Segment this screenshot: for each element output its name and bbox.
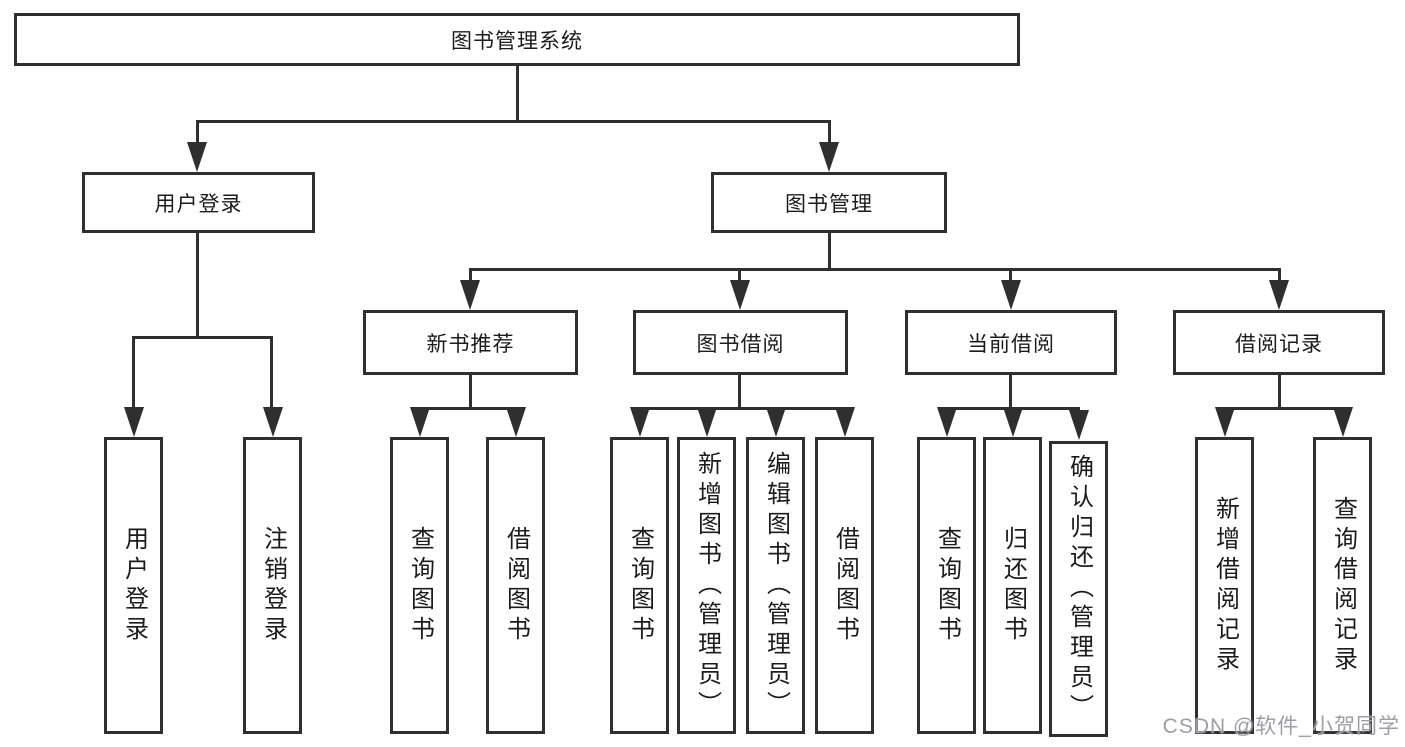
connector-line [418, 407, 517, 410]
leaf-borrow-query-books: 查询图书 [610, 437, 669, 734]
node-book-management: 图书管理 [711, 172, 947, 233]
leaf-edit-books-admin-label: 编辑图书（管理员） [762, 450, 790, 721]
arrowhead-down [1001, 280, 1021, 310]
connector-line [738, 375, 741, 407]
node-new-book-recommend-label: 新书推荐 [426, 332, 515, 356]
arrowhead-down [1269, 280, 1289, 310]
node-book-management-label: 图书管理 [785, 192, 873, 216]
arrowhead-down [819, 142, 839, 172]
arrowhead-down [1003, 407, 1023, 437]
leaf-add-borrow-record: 新增借阅记录 [1195, 437, 1254, 734]
arrowhead-down [630, 407, 650, 437]
connector-line [270, 336, 273, 409]
node-current-borrow: 当前借阅 [905, 310, 1117, 375]
leaf-current-query-books-label: 查询图书 [933, 525, 961, 646]
leaf-recommend-borrow-books: 借阅图书 [486, 437, 545, 734]
connector-line [196, 120, 831, 123]
connector-line [1278, 375, 1281, 407]
leaf-recommend-query-books: 查询图书 [390, 437, 449, 734]
connector-line [469, 268, 1281, 271]
connector-line [132, 336, 273, 339]
arrowhead-down [124, 407, 144, 437]
arrowhead-down [766, 407, 786, 437]
node-root-label: 图书管理系统 [451, 29, 583, 53]
leaf-confirm-return-admin-label: 确认归还（管理员） [1065, 454, 1093, 724]
leaf-user-login: 用户登录 [104, 437, 163, 734]
leaf-recommend-borrow-books-label: 借阅图书 [502, 525, 530, 646]
leaf-query-borrow-record-label: 查询借阅记录 [1329, 495, 1357, 676]
arrowhead-down [460, 280, 480, 310]
watermark: CSDN @软件_小贺同学 [1162, 715, 1400, 738]
arrowhead-down [835, 407, 855, 437]
leaf-borrow-books-label: 借阅图书 [831, 525, 859, 646]
arrowhead-down [506, 407, 526, 437]
leaf-return-books-label: 归还图书 [999, 525, 1027, 646]
leaf-borrow-books: 借阅图书 [815, 437, 874, 734]
arrowhead-down [263, 407, 283, 437]
leaf-recommend-query-books-label: 查询图书 [406, 525, 434, 646]
leaf-add-borrow-record-label: 新增借阅记录 [1211, 495, 1239, 676]
connector-line [1223, 407, 1344, 410]
connector-line [132, 336, 135, 409]
connector-line [828, 120, 831, 144]
connector-line [738, 268, 741, 282]
node-borrow-records-label: 借阅记录 [1235, 332, 1323, 356]
connector-line [469, 375, 472, 407]
leaf-user-login-label: 用户登录 [120, 525, 148, 646]
arrowhead-down [1333, 407, 1353, 437]
connector-line [196, 120, 199, 144]
arrowhead-down [1069, 410, 1089, 440]
connector-line [638, 407, 846, 410]
connector-line [1009, 375, 1012, 407]
node-current-borrow-label: 当前借阅 [967, 332, 1055, 356]
connector-line [196, 233, 199, 336]
leaf-add-books-admin-label: 新增图书（管理员） [693, 450, 721, 721]
leaf-edit-books-admin: 编辑图书（管理员） [746, 437, 805, 734]
arrowhead-down [1215, 407, 1235, 437]
arrowhead-down [937, 407, 957, 437]
node-new-book-recommend: 新书推荐 [363, 310, 578, 375]
leaf-current-query-books: 查询图书 [917, 437, 976, 734]
leaf-query-borrow-record: 查询借阅记录 [1313, 437, 1372, 734]
leaf-borrow-query-books-label: 查询图书 [626, 525, 654, 646]
leaf-confirm-return-admin: 确认归还（管理员） [1049, 441, 1108, 737]
leaf-logout: 注销登录 [243, 437, 302, 734]
connector-line [1009, 268, 1012, 282]
arrowhead-down [697, 407, 717, 437]
node-user-login: 用户登录 [82, 172, 315, 233]
arrowhead-down [730, 280, 750, 310]
connector-line [1278, 268, 1281, 282]
arrowhead-down [410, 407, 430, 437]
leaf-return-books: 归还图书 [983, 437, 1042, 734]
node-borrow-records: 借阅记录 [1173, 310, 1385, 375]
node-book-borrow: 图书借阅 [633, 310, 848, 375]
node-book-borrow-label: 图书借阅 [696, 332, 785, 356]
leaf-logout-label: 注销登录 [259, 525, 287, 646]
connector-line [828, 233, 831, 268]
connector-line [516, 66, 519, 120]
node-user-login-label: 用户登录 [154, 192, 243, 216]
arrowhead-down [187, 142, 207, 172]
node-root: 图书管理系统 [14, 13, 1020, 66]
connector-line [469, 268, 472, 282]
leaf-add-books-admin: 新增图书（管理员） [677, 437, 736, 734]
